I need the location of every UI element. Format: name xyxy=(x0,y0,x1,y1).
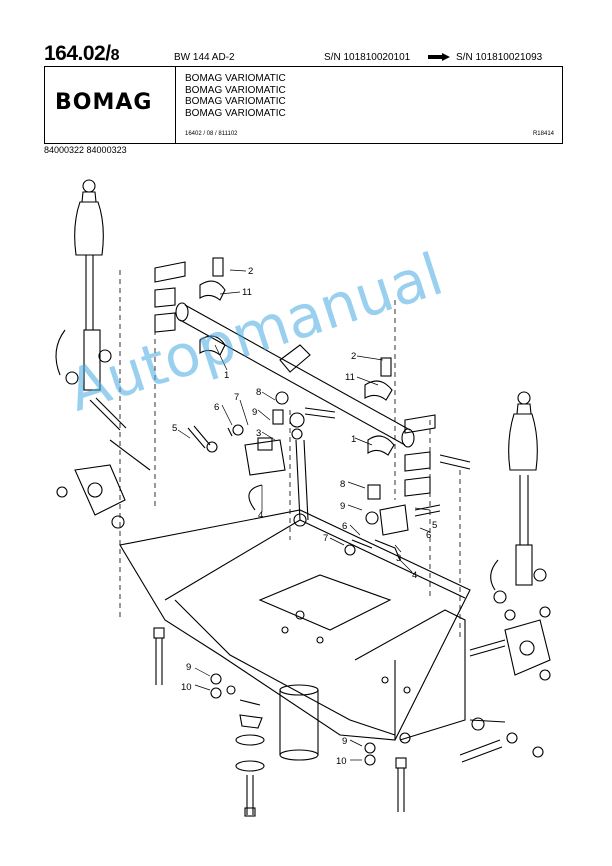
title-line: BOMAG VARIOMATIC xyxy=(185,84,286,96)
right-linkage xyxy=(344,484,441,561)
callout-7: 7 xyxy=(234,392,239,403)
callout-6: 6 xyxy=(342,521,347,532)
base-housing xyxy=(119,509,471,744)
lower-cylinder xyxy=(235,684,319,817)
title-line: BOMAG VARIOMATIC xyxy=(185,73,286,84)
callout-8: 8 xyxy=(340,479,345,490)
callout-6: 6 xyxy=(214,402,219,413)
callout-5: 5 xyxy=(172,423,177,434)
central-linkage xyxy=(187,391,336,527)
callout-9: 9 xyxy=(186,662,191,673)
callout-9: 9 xyxy=(342,736,347,747)
title-block: BOMAG BOMAG VARIOMATIC BOMAG VARIOMATIC … xyxy=(44,66,563,144)
callout-10: 10 xyxy=(336,756,347,767)
callout-9: 9 xyxy=(252,407,257,418)
callout-2: 2 xyxy=(351,351,356,362)
callout-2: 2 xyxy=(248,266,253,277)
title-line: BOMAG VARIOMATIC xyxy=(185,96,286,107)
leader-lines xyxy=(177,269,431,761)
callout-5: 5 xyxy=(432,520,437,531)
callout-3: 3 xyxy=(256,428,261,439)
model-label: BW 144 AD-2 xyxy=(174,52,235,63)
callout-8: 8 xyxy=(256,387,261,398)
page-number-sub: 8 xyxy=(110,47,120,64)
title-lines: BOMAG VARIOMATIC BOMAG VARIOMATIC BOMAG … xyxy=(185,73,286,119)
callout-1: 1 xyxy=(224,370,229,381)
left-lever xyxy=(55,179,112,391)
shaft-tube xyxy=(175,302,415,448)
clamp-blocks-right xyxy=(364,357,471,497)
serial-from: S/N 101810020101 xyxy=(324,52,411,63)
callout-11: 11 xyxy=(242,287,252,298)
drawing-ref: R18414 xyxy=(532,131,554,137)
callout-4: 4 xyxy=(258,510,263,521)
right-lever xyxy=(490,391,547,621)
long-bolts xyxy=(153,627,544,812)
arrow-right-icon xyxy=(428,53,450,61)
callout-3: 3 xyxy=(396,553,401,564)
page-number: 164.02/8 xyxy=(44,42,120,65)
callout-4: 4 xyxy=(412,570,417,581)
serial-to: S/N 101810021093 xyxy=(456,52,543,63)
washers-nuts xyxy=(210,673,376,766)
callout-11: 11 xyxy=(345,372,355,383)
title-line: BOMAG VARIOMATIC xyxy=(185,107,286,119)
callout-9: 9 xyxy=(340,501,345,512)
exploded-parts-diagram: 2 11 1 2 11 1 8 9 6 7 5 3 4 8 9 7 6 3 4 … xyxy=(55,179,551,817)
callout-1: 1 xyxy=(351,434,356,445)
logo-cell: BOMAG xyxy=(45,67,176,143)
left-pivot-bracket xyxy=(56,397,151,529)
callout-7: 7 xyxy=(323,533,328,544)
callout-10: 10 xyxy=(181,682,192,693)
drawing-code: 16402 / 08 / 811102 xyxy=(185,131,238,137)
right-pivot-bracket xyxy=(469,606,551,681)
clamp-blocks-left xyxy=(154,257,226,356)
callout-6: 6 xyxy=(426,530,431,541)
bomag-logo: BOMAG xyxy=(55,90,153,115)
part-numbers: 84000322 84000323 xyxy=(44,145,127,155)
